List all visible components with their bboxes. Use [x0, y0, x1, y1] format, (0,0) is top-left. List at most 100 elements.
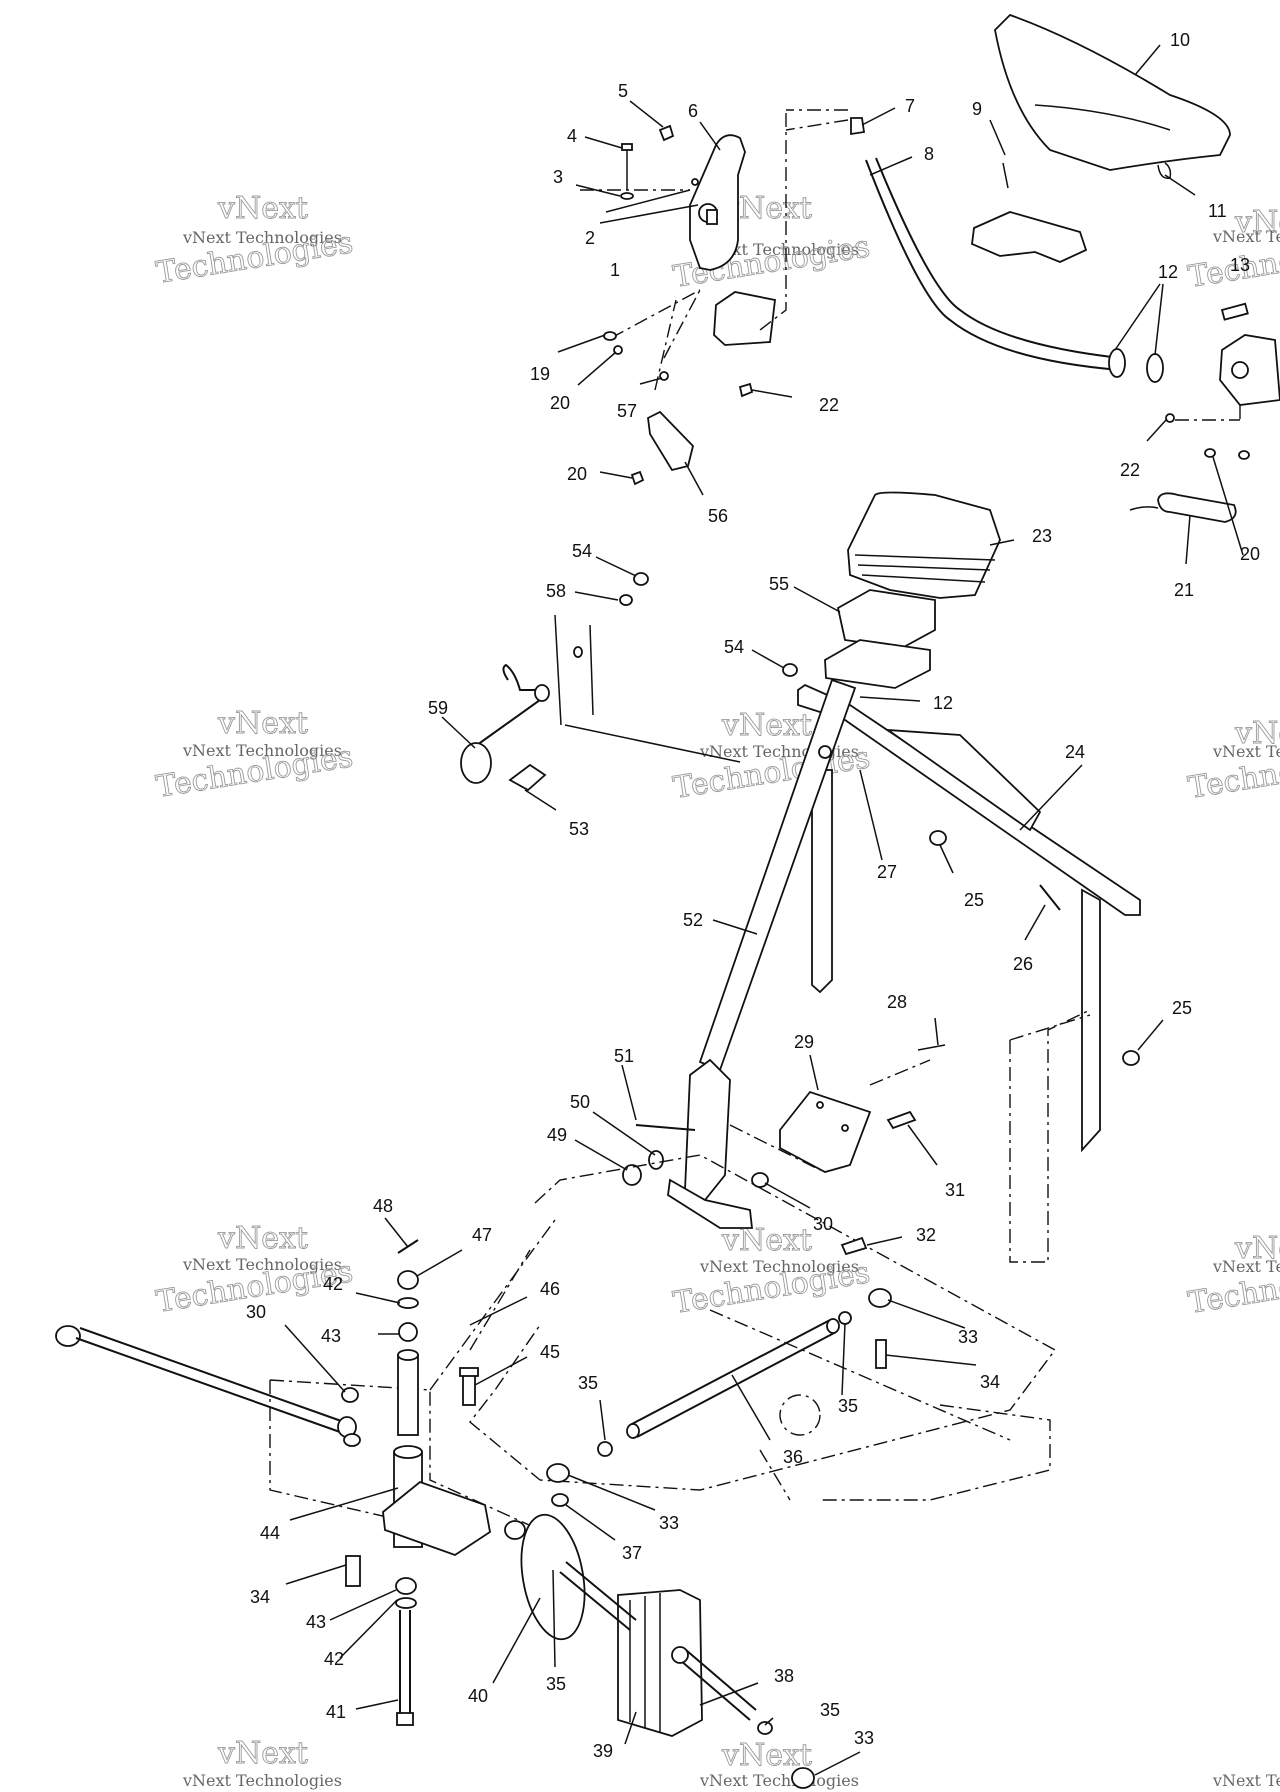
frame-24: [797, 683, 1141, 916]
label-part-24: 24: [1065, 742, 1085, 762]
watermark-top: vNext: [217, 1221, 308, 1256]
dashline: [610, 289, 701, 359]
label-part-52: 52: [683, 910, 703, 930]
watermark-top: vNext: [1234, 1231, 1280, 1266]
washer-58: [619, 594, 633, 606]
label-part-11: 11: [1208, 201, 1227, 221]
shaft-38-end: [671, 1646, 689, 1664]
watermark-small: vNext Technologies: [699, 240, 859, 259]
label-part-42: 42: [324, 1649, 344, 1669]
spring-59: [469, 663, 543, 751]
label-part-6: 6: [688, 101, 698, 121]
nut-35: [838, 1311, 852, 1325]
bracket-plate: [689, 134, 746, 271]
bracket-29: [779, 1090, 872, 1173]
screw-20b: [630, 470, 645, 486]
rod-eye-left: [55, 1325, 81, 1347]
sleeve-top: [397, 1349, 419, 1361]
label-part-25: 25: [1172, 998, 1192, 1018]
lower-boot-assembly: [504, 1513, 815, 1789]
washer-3: [620, 192, 634, 200]
label-part-58: 58: [546, 581, 566, 601]
label-part-12: 12: [1158, 262, 1178, 282]
label-part-57: 57: [617, 401, 637, 421]
label-part-34: 34: [980, 1372, 1000, 1392]
watermark-small: vNext Technologies: [182, 228, 342, 247]
grip-wire: [1129, 506, 1159, 511]
lower-chassis: [269, 1154, 1057, 1531]
nut-49: [622, 1164, 642, 1186]
cotter-26: [1039, 884, 1061, 911]
label-part-9: 9: [972, 99, 982, 119]
washer-42: [397, 1297, 419, 1309]
dashline: [1175, 405, 1241, 421]
cable-28: [917, 1044, 946, 1051]
spring-13: [1220, 302, 1249, 321]
watermark-top: vNext: [721, 708, 812, 743]
rod-end-33c: [791, 1767, 815, 1789]
lever-foot: [667, 1178, 754, 1229]
pin-hole: [573, 646, 583, 658]
label-part-20: 20: [550, 393, 570, 413]
label-part-37: 37: [622, 1543, 642, 1563]
label-part-33: 33: [958, 1327, 978, 1347]
watermark-small: vNext Technologies: [182, 741, 342, 760]
guide-line: [554, 614, 562, 726]
label-part-46: 46: [540, 1279, 560, 1299]
bracket-9: [971, 211, 1088, 263]
bolt-45: [462, 1374, 476, 1406]
chassis-hole: [779, 1394, 821, 1436]
label-part-2: 2: [585, 228, 595, 248]
rod-44: [75, 1327, 345, 1433]
label-part-26: 26: [1013, 954, 1033, 974]
label-part-54: 54: [572, 541, 592, 561]
spring-eye: [534, 684, 550, 702]
label-part-38: 38: [774, 1666, 794, 1686]
label-part-56: 56: [708, 506, 728, 526]
nut-30c: [341, 1387, 359, 1403]
screw-22: [738, 382, 754, 398]
boot-assembly: [619, 491, 1001, 689]
spring-assembly: [460, 614, 741, 792]
nut-54b: [633, 572, 649, 586]
nut-25b: [1122, 1050, 1140, 1066]
housing-hole: [1231, 361, 1249, 379]
label-part-12: 12: [933, 693, 953, 713]
label-part-33: 33: [854, 1728, 874, 1748]
pin-53: [508, 763, 547, 792]
label-part-35: 35: [838, 1396, 858, 1416]
hole: [841, 1124, 849, 1132]
label-part-23: 23: [1032, 526, 1052, 546]
rod-assembly-left: [55, 1239, 491, 1726]
shaft-38: [679, 1649, 757, 1721]
connector-7: [850, 117, 866, 136]
label-part-29: 29: [794, 1032, 814, 1052]
watermark-8: vNext vNext Technologies Technologies: [670, 1223, 872, 1322]
part-labels: 1 2 3 4 5 6 7 8 9 10 11 12 13 19 20 57 2…: [246, 30, 1260, 1761]
watermark-small: vNext Technologies: [699, 1257, 859, 1276]
label-part-48: 48: [373, 1196, 393, 1216]
chassis-outline: [429, 1219, 556, 1391]
pin-51: [635, 1124, 696, 1131]
watermark-top: vNext: [721, 1738, 812, 1773]
watermark-top: vNext: [217, 191, 308, 226]
label-part-36: 36: [783, 1447, 803, 1467]
label-part-28: 28: [887, 992, 907, 1012]
bolt-32: [840, 1236, 868, 1256]
label-part-42: 42: [323, 1274, 343, 1294]
chassis-outline: [469, 1154, 1057, 1491]
label-part-45: 45: [540, 1342, 560, 1362]
label-part-53: 53: [569, 819, 589, 839]
washer-50: [648, 1150, 664, 1170]
clip-11: [1157, 162, 1172, 179]
frame-leg-left: [811, 769, 833, 994]
label-part-20: 20: [567, 464, 587, 484]
label-part-35: 35: [578, 1373, 598, 1393]
bushing-43: [398, 1322, 418, 1342]
bracket-hole-small: [691, 178, 699, 186]
label-part-21: 21: [1174, 580, 1194, 600]
plate-55: [836, 589, 936, 649]
label-part-20: 20: [1240, 544, 1260, 564]
label-part-32: 32: [916, 1225, 936, 1245]
label-part-13: 13: [1230, 255, 1250, 275]
